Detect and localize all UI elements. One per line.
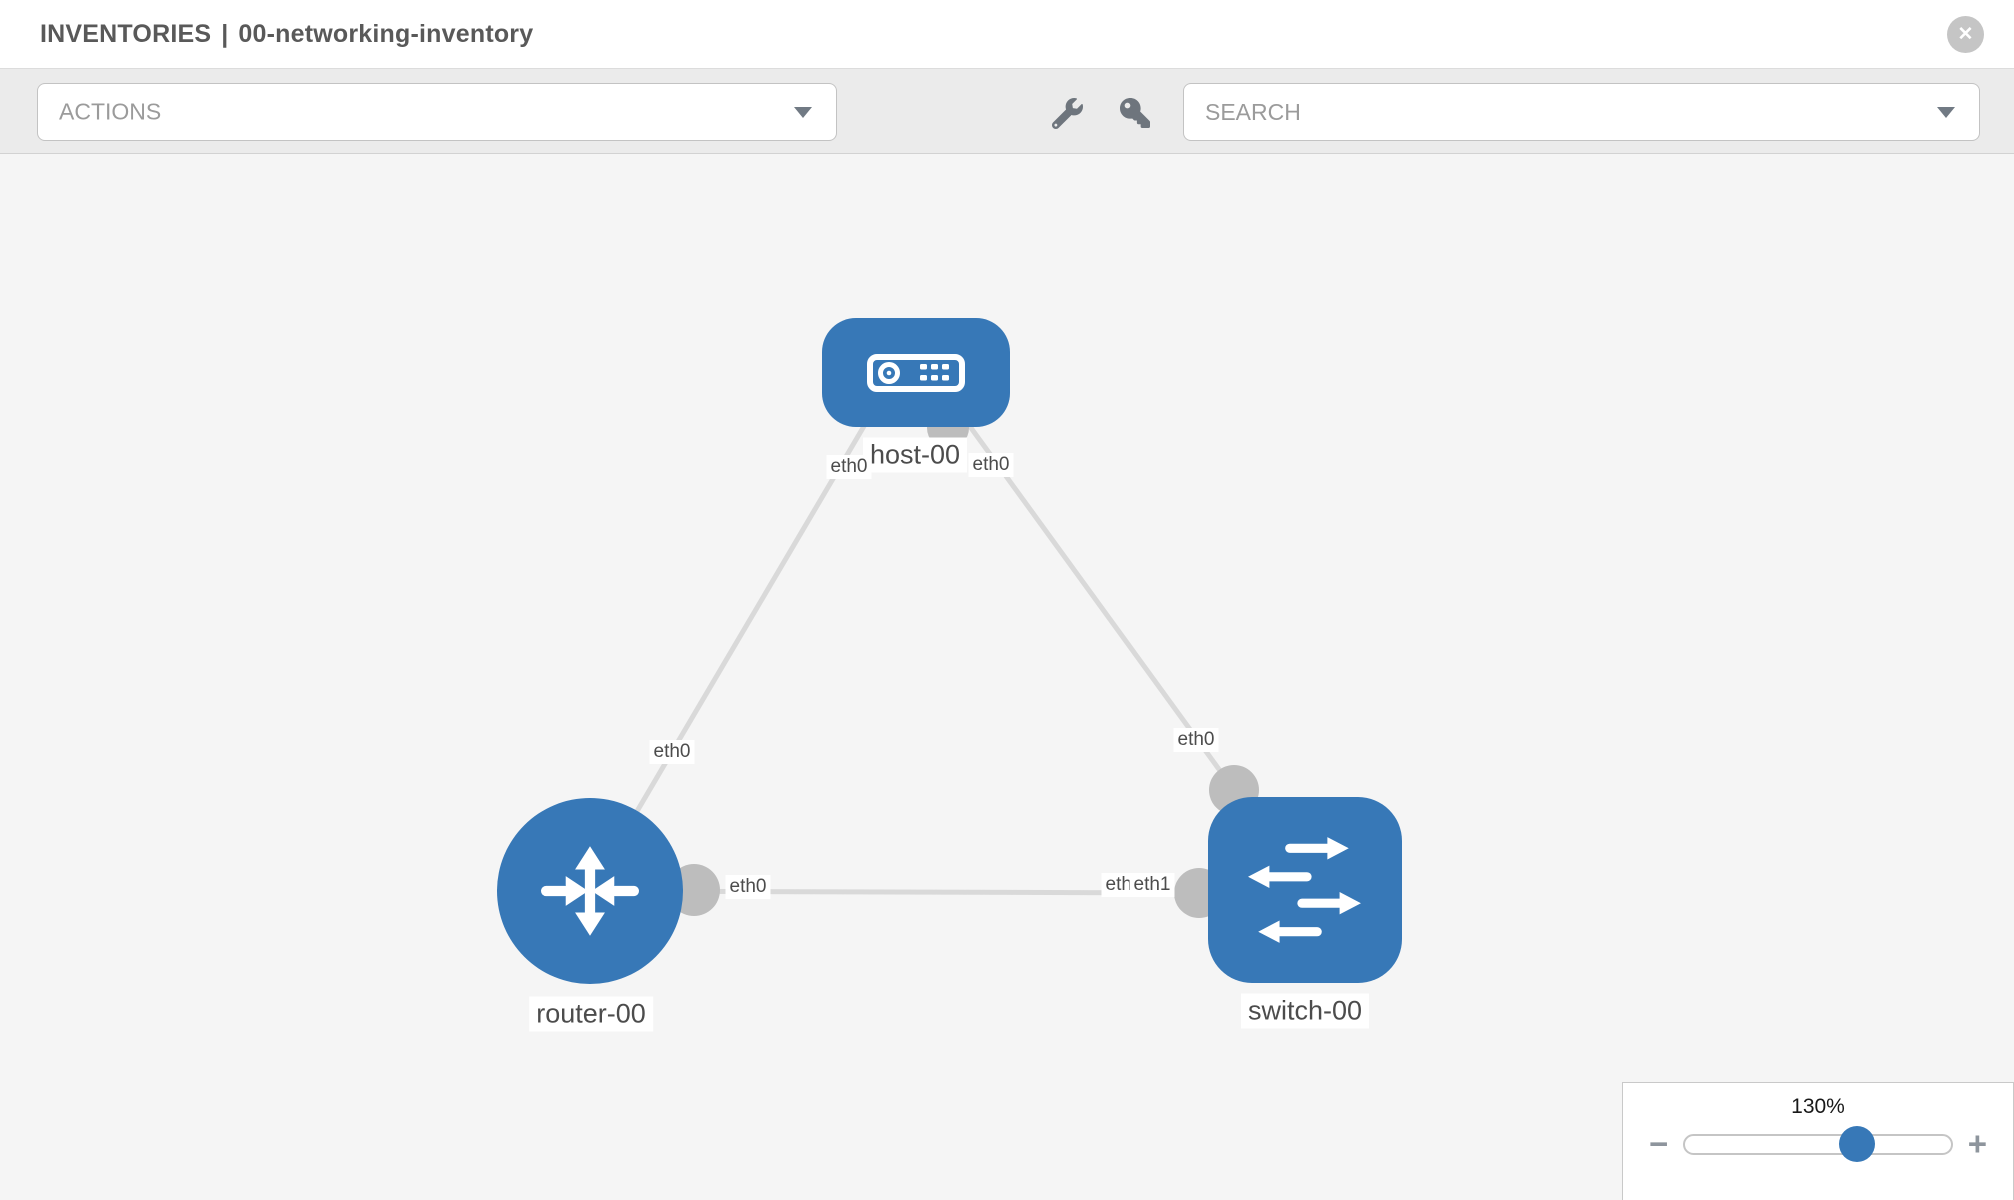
close-button[interactable]: ✕ xyxy=(1947,16,1984,53)
search-dropdown xyxy=(1183,83,1980,141)
chevron-down-icon xyxy=(1937,107,1955,118)
zoom-in-button[interactable]: + xyxy=(1967,1125,1987,1162)
zoom-level: 130% xyxy=(1791,1095,1845,1118)
toolbar: ACTIONS xyxy=(0,69,2014,154)
key-icon xyxy=(1120,98,1150,128)
node-label-switch-00: switch-00 xyxy=(1240,993,1370,1029)
chevron-down-icon xyxy=(794,107,812,118)
node-label-router-00: router-00 xyxy=(529,996,653,1032)
breadcrumb-separator: | xyxy=(221,20,229,48)
interface-label-host-router-eth0: eth0 xyxy=(649,740,695,764)
wrench-icon xyxy=(1051,97,1083,129)
search-input[interactable] xyxy=(1184,84,1919,140)
host-icon xyxy=(867,353,965,392)
zoom-control-panel: 130% − + xyxy=(1622,1082,2014,1200)
breadcrumb-inventory-name: 00-networking-inventory xyxy=(238,20,534,48)
node-router-00[interactable] xyxy=(497,798,683,984)
zoom-out-button[interactable]: − xyxy=(1649,1125,1669,1162)
header: INVENTORIES | 00-networking-inventory ✕ xyxy=(0,0,2014,69)
actions-dropdown-label: ACTIONS xyxy=(59,98,162,125)
close-icon: ✕ xyxy=(1957,24,1974,45)
node-label-host-00: host-00 xyxy=(862,437,968,473)
switch-icon xyxy=(1248,837,1361,943)
link-host-router[interactable] xyxy=(587,397,883,893)
actions-dropdown[interactable]: ACTIONS xyxy=(37,83,837,141)
node-host-00[interactable] xyxy=(822,318,1010,427)
zoom-slider[interactable] xyxy=(1683,1126,1953,1162)
interface-label-host-eth0-right: eth0 xyxy=(968,453,1014,477)
router-icon xyxy=(541,846,639,936)
interface-label-router-eth0: eth0 xyxy=(725,875,771,899)
topology-canvas[interactable]: host-00 router-00 switch-00 eth0 eth0 et… xyxy=(0,154,2014,1200)
credentials-button[interactable] xyxy=(1113,91,1157,135)
configure-button[interactable] xyxy=(1045,91,1089,135)
interface-label-host-switch-eth0: eth0 xyxy=(1173,728,1219,752)
zoom-slider-handle[interactable] xyxy=(1838,1126,1875,1162)
interface-label-host-eth0-left: eth0 xyxy=(826,455,872,479)
page-title: INVENTORIES | 00-networking-inventory xyxy=(40,0,533,69)
node-switch-00[interactable] xyxy=(1208,797,1402,983)
interface-label-switch-eth1: eth1 xyxy=(1129,873,1175,897)
breadcrumb-section: INVENTORIES xyxy=(40,20,212,48)
